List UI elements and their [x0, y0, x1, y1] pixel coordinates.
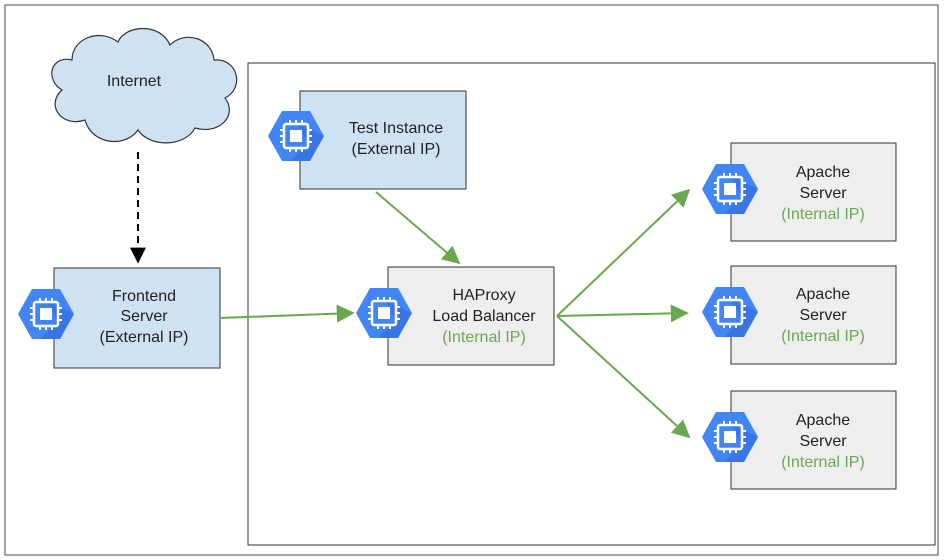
apache-line1: Apache — [796, 412, 850, 429]
haproxy-line1: HAProxy — [452, 287, 515, 304]
frontend-to-haproxy-arrow — [219, 304, 355, 323]
apache-line2: Server — [799, 433, 847, 450]
frontend-line1: Frontend — [112, 288, 176, 305]
apache-line1: Apache — [796, 286, 850, 303]
test-instance-node[interactable]: Test Instance (External IP) — [266, 90, 467, 190]
apache-server-box — [730, 142, 897, 242]
frontend-line2: Server — [120, 308, 168, 325]
apache-server-node-3[interactable]: Apache Server (Internal IP) — [700, 390, 897, 490]
test-instance-box — [299, 90, 467, 190]
apache-server-node-2[interactable]: Apache Server (Internal IP) — [700, 265, 897, 365]
apache-line2: Server — [799, 307, 847, 324]
internet-cloud: Internet — [51, 28, 238, 144]
haproxy-line2: Load Balancer — [432, 308, 536, 325]
haproxy-to-apache-2-arrow — [556, 304, 689, 323]
test-instance-line2: (External IP) — [352, 141, 441, 158]
apache-line3: (Internal IP) — [781, 454, 865, 471]
frontend-line3: (External IP) — [100, 329, 189, 346]
haproxy-to-apache-1-arrow — [556, 188, 691, 317]
haproxy-node[interactable]: HAProxy Load Balancer (Internal IP) — [354, 266, 555, 366]
apache-line3: (Internal IP) — [781, 206, 865, 223]
test-instance-line1: Test Instance — [349, 120, 443, 137]
apache-line1: Apache — [796, 164, 850, 181]
apache-server-box — [730, 390, 897, 490]
frontend-server-node[interactable]: Frontend Server (External IP) — [16, 267, 221, 369]
apache-line2: Server — [799, 185, 847, 202]
internet-label: Internet — [107, 73, 162, 90]
apache-server-node-1[interactable]: Apache Server (Internal IP) — [700, 142, 897, 242]
outer-frame — [4, 4, 939, 556]
apache-line3: (Internal IP) — [781, 328, 865, 345]
test-instance-to-haproxy-arrow — [375, 191, 461, 265]
cloud-icon — [51, 28, 238, 144]
haproxy-to-apache-3-arrow — [556, 315, 691, 439]
haproxy-box — [387, 266, 555, 366]
haproxy-line3: (Internal IP) — [442, 329, 526, 346]
